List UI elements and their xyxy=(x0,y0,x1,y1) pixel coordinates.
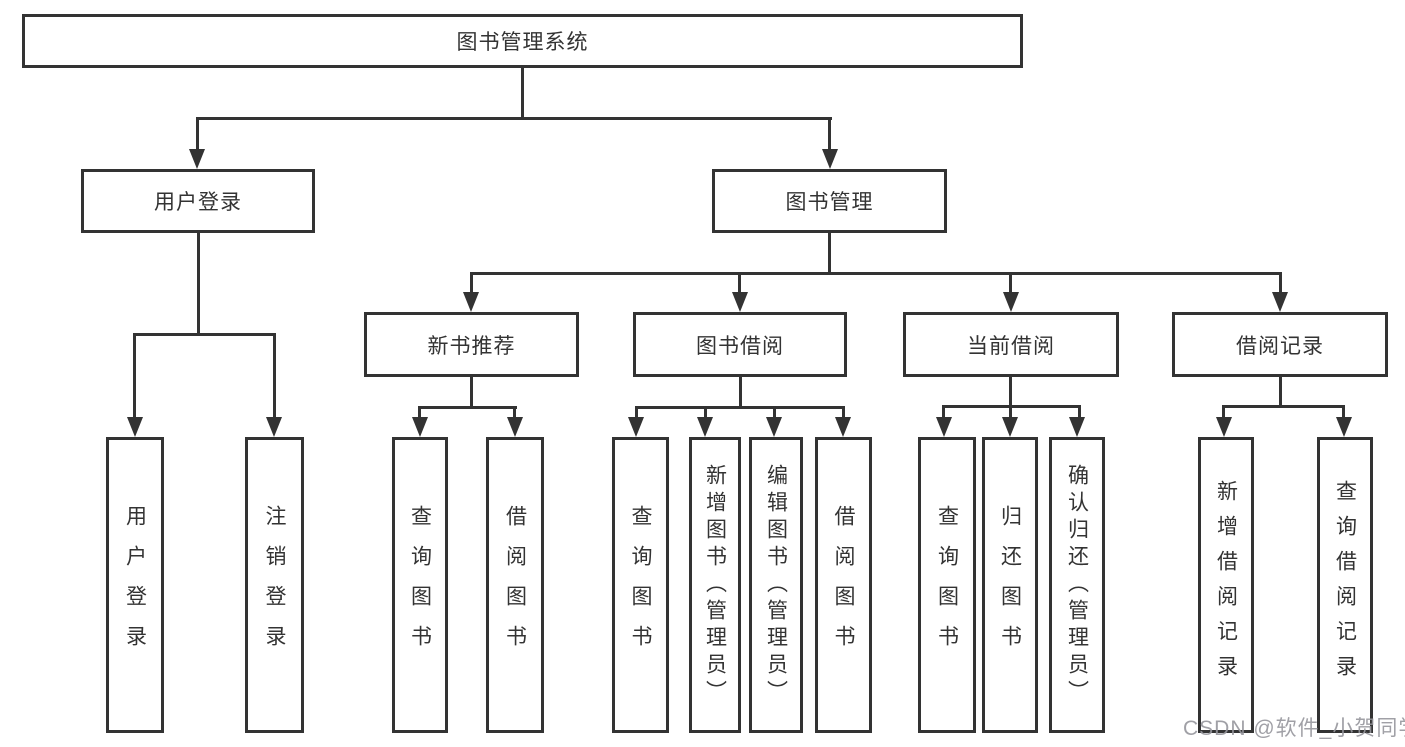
connector-currentborrow-stem xyxy=(1009,377,1012,405)
connector-stem xyxy=(704,406,707,419)
connector-bookmgmt-split xyxy=(470,272,1282,275)
connector-stem xyxy=(1222,405,1225,419)
connector-newbook-split xyxy=(419,406,517,409)
leaf-borrow-books-borrowing: 借阅图书 xyxy=(815,437,872,733)
leaf-label: 归还图书 xyxy=(998,505,1022,665)
connector-stem xyxy=(635,406,638,419)
connector-records-stem xyxy=(1279,377,1282,405)
connector-stem xyxy=(842,406,845,419)
leaf-add-books-admin: 新增图书（管理员） xyxy=(689,437,741,733)
arrow-down-icon xyxy=(127,417,143,437)
connector-records-split xyxy=(1222,405,1344,408)
leaf-label: 查询图书 xyxy=(935,505,959,665)
connector-userlogin-split xyxy=(134,333,276,336)
arrow-down-icon xyxy=(835,417,851,437)
arrow-down-icon xyxy=(936,417,952,437)
node-library-management-system: 图书管理系统 xyxy=(22,14,1023,68)
connector-root-split xyxy=(196,117,832,120)
leaf-user-login: 用户登录 xyxy=(106,437,164,733)
arrow-down-icon xyxy=(1216,417,1232,437)
leaf-label: 用户登录 xyxy=(123,505,147,665)
connector-stem xyxy=(828,117,831,151)
node-label: 新书推荐 xyxy=(427,334,516,358)
node-user-login: 用户登录 xyxy=(81,169,315,233)
connector-stem xyxy=(470,272,473,294)
connector-userlogin-stem xyxy=(197,233,200,333)
leaf-logout: 注销登录 xyxy=(245,437,304,733)
arrow-down-icon xyxy=(1336,417,1352,437)
arrow-down-icon xyxy=(628,417,644,437)
arrow-down-icon xyxy=(822,149,838,169)
connector-stem xyxy=(1342,405,1345,419)
connector-stem xyxy=(1009,405,1012,419)
connector-stem xyxy=(773,406,776,419)
node-borrowing-records: 借阅记录 xyxy=(1172,312,1388,377)
arrow-down-icon xyxy=(189,149,205,169)
node-new-book-recommendation: 新书推荐 xyxy=(364,312,579,377)
node-book-management: 图书管理 xyxy=(712,169,947,233)
connector-bookborrow-stem xyxy=(739,377,742,406)
node-label: 图书管理 xyxy=(785,191,874,214)
leaf-query-books-newbooks: 查询图书 xyxy=(392,437,448,733)
leaf-edit-books-admin: 编辑图书（管理员） xyxy=(749,437,803,733)
leaf-query-books-current: 查询图书 xyxy=(918,437,976,733)
leaf-add-borrow-record: 新增借阅记录 xyxy=(1198,437,1254,733)
leaf-label: 查询借阅记录 xyxy=(1333,480,1357,690)
connector-stem xyxy=(942,405,945,419)
node-label: 图书管理系统 xyxy=(456,31,589,54)
connector-stem xyxy=(738,272,741,294)
connector-stem xyxy=(1009,272,1012,294)
connector-bookborrow-split xyxy=(635,406,845,409)
arrow-down-icon xyxy=(732,292,748,312)
arrow-down-icon xyxy=(1003,292,1019,312)
arrow-down-icon xyxy=(463,292,479,312)
leaf-borrow-books-newbooks: 借阅图书 xyxy=(486,437,544,733)
leaf-query-books-borrowing: 查询图书 xyxy=(612,437,669,733)
node-book-borrowing: 图书借阅 xyxy=(633,312,847,377)
leaf-label: 新增借阅记录 xyxy=(1214,480,1238,690)
connector-stem xyxy=(418,406,421,419)
arrow-down-icon xyxy=(507,417,523,437)
leaf-label: 注销登录 xyxy=(263,505,286,665)
leaf-label: 借阅图书 xyxy=(503,505,527,665)
connector-stem xyxy=(133,333,136,419)
connector-stem xyxy=(196,117,199,151)
leaf-label: 查询图书 xyxy=(408,505,432,665)
connector-stem xyxy=(513,406,516,419)
leaf-query-borrow-record: 查询借阅记录 xyxy=(1317,437,1373,733)
leaf-label: 查询图书 xyxy=(629,505,652,665)
leaf-label: 借阅图书 xyxy=(832,505,855,665)
arrow-down-icon xyxy=(1002,417,1018,437)
connector-newbook-stem xyxy=(470,377,473,406)
leaf-label: 新增图书（管理员） xyxy=(703,463,727,707)
arrow-down-icon xyxy=(1272,292,1288,312)
node-current-borrowing: 当前借阅 xyxy=(903,312,1119,377)
connector-stem xyxy=(1279,272,1282,294)
connector-stem xyxy=(273,333,276,419)
connector-bookmgmt-stem xyxy=(828,233,831,272)
node-label: 当前借阅 xyxy=(967,334,1055,358)
leaf-confirm-return-admin: 确认归还（管理员） xyxy=(1049,437,1105,733)
arrow-down-icon xyxy=(697,417,713,437)
connector-stem xyxy=(1078,405,1081,419)
leaf-return-books: 归还图书 xyxy=(982,437,1038,733)
node-label: 借阅记录 xyxy=(1236,334,1324,358)
csdn-watermark: CSDN @软件_小贺同学 xyxy=(1183,717,1405,740)
connector-root-stem xyxy=(521,68,524,117)
arrow-down-icon xyxy=(766,417,782,437)
leaf-label: 编辑图书（管理员） xyxy=(764,463,788,707)
node-label: 图书借阅 xyxy=(696,334,784,358)
arrow-down-icon xyxy=(1069,417,1085,437)
leaf-label: 确认归还（管理员） xyxy=(1065,463,1089,707)
arrow-down-icon xyxy=(266,417,282,437)
node-label: 用户登录 xyxy=(154,191,242,214)
arrow-down-icon xyxy=(412,417,428,437)
